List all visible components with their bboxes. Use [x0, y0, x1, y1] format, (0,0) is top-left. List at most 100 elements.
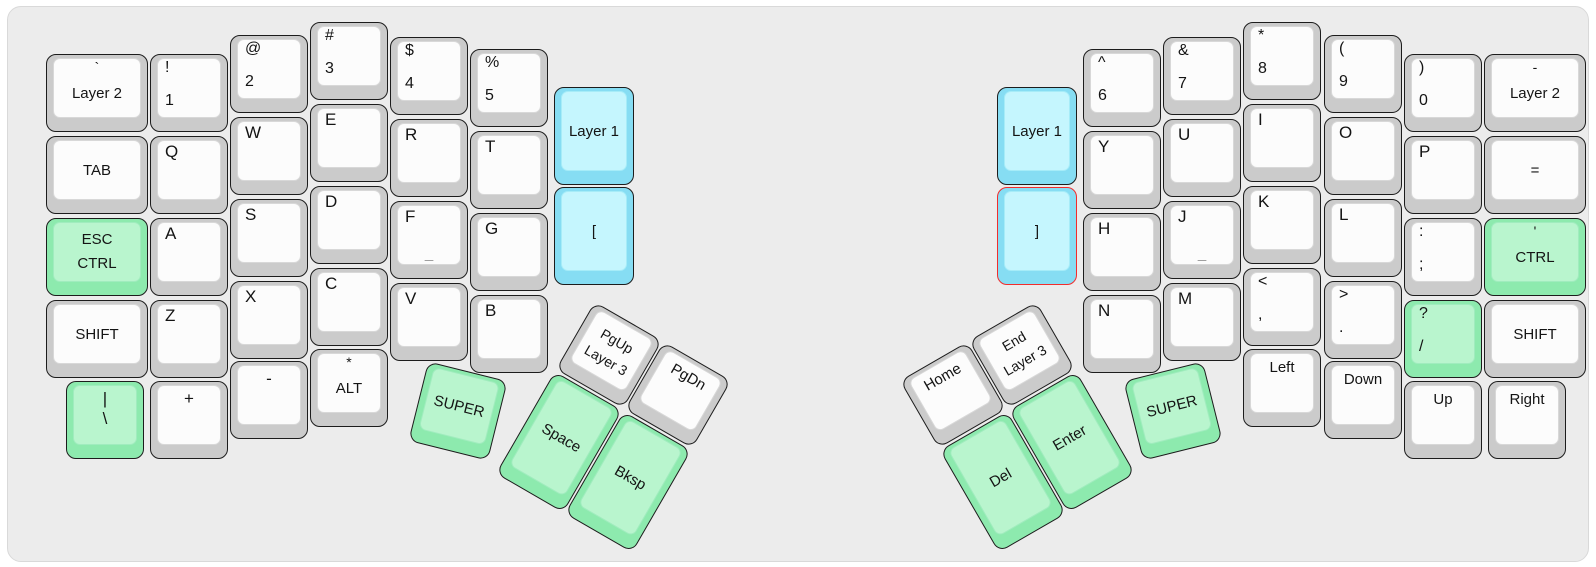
key-dash-layer2[interactable]: -Layer 2	[1484, 54, 1586, 132]
key-w[interactable]: W	[230, 117, 308, 195]
key-h[interactable]: H	[1083, 213, 1161, 291]
key-label: L	[1339, 205, 1349, 224]
keycap-top: SHIFT	[1491, 304, 1579, 364]
key-arrow-left[interactable]: Left	[1243, 349, 1321, 427]
key-i[interactable]: I	[1243, 104, 1321, 182]
key-5[interactable]: %5	[470, 49, 548, 127]
key-label: [	[591, 222, 597, 240]
key-g[interactable]: G	[470, 213, 548, 291]
key-2[interactable]: @2	[230, 35, 308, 113]
key-label: ^	[1098, 54, 1106, 71]
key-v[interactable]: V	[390, 283, 468, 361]
key-label-group: -	[238, 369, 300, 389]
key-9[interactable]: (9	[1324, 35, 1402, 113]
key-s[interactable]: S	[230, 199, 308, 277]
key-label-group: TAB	[54, 141, 140, 199]
key-right-bracket[interactable]: ]	[997, 187, 1077, 285]
key-super-right[interactable]: SUPER	[1123, 361, 1223, 461]
key-label-group: ALT	[318, 354, 380, 412]
key-c[interactable]: C	[310, 268, 388, 346]
key-r[interactable]: R	[390, 119, 468, 197]
keycap-top: >.	[1331, 285, 1395, 345]
key-0[interactable]: )0	[1404, 54, 1482, 132]
keycap-top: Up	[1411, 385, 1475, 445]
key-j[interactable]: J_	[1163, 201, 1241, 279]
key-super-left[interactable]: SUPER	[408, 361, 508, 461]
key-layer1-right[interactable]: Layer 1	[997, 87, 1077, 185]
keycap-top: F_	[397, 205, 461, 265]
key-tab[interactable]: TAB	[46, 136, 148, 214]
key-arrow-down[interactable]: Down	[1324, 361, 1402, 439]
key-label: _	[424, 245, 434, 262]
keycap-top: R	[397, 123, 461, 183]
key-4[interactable]: $4	[390, 37, 468, 115]
key-p[interactable]: P	[1404, 136, 1482, 214]
key-label: 4	[405, 75, 414, 92]
key-label: (	[1339, 40, 1345, 57]
key-label: #	[325, 27, 334, 44]
key-label-group: SHIFT	[54, 305, 140, 363]
key-label: P	[1419, 142, 1431, 161]
key-equals[interactable]: =	[1484, 136, 1586, 214]
key-label: Del	[986, 464, 1015, 491]
key-n[interactable]: N	[1083, 295, 1161, 373]
key-quote-ctrl[interactable]: 'CTRL	[1484, 218, 1586, 296]
key-label: A	[165, 224, 177, 243]
key-star-alt[interactable]: *ALT	[310, 349, 388, 427]
key-m[interactable]: M	[1163, 283, 1241, 361]
key-3[interactable]: #3	[310, 22, 388, 100]
key-o[interactable]: O	[1324, 117, 1402, 195]
key-label: >	[1339, 286, 1349, 303]
keycap-top: C	[317, 272, 381, 332]
key-slash[interactable]: ?/	[1404, 300, 1482, 378]
key-shift-right[interactable]: SHIFT	[1484, 300, 1586, 378]
key-q[interactable]: Q	[150, 136, 228, 214]
key-u[interactable]: U	[1163, 119, 1241, 197]
key-label: =	[1530, 161, 1540, 179]
key-t[interactable]: T	[470, 131, 548, 209]
key-1[interactable]: !1	[150, 54, 228, 132]
key-e[interactable]: E	[310, 104, 388, 182]
key-label: M	[1178, 289, 1193, 308]
key-minus-left[interactable]: -	[230, 361, 308, 439]
key-label-group: Up	[1412, 389, 1474, 411]
key-k[interactable]: K	[1243, 186, 1321, 264]
key-label-group: Right	[1496, 389, 1558, 411]
key-label: 9	[1339, 73, 1348, 90]
key-shift-left[interactable]: SHIFT	[46, 300, 148, 378]
key-label-group: |\	[74, 389, 136, 429]
key-pipe-backslash[interactable]: |\	[66, 381, 144, 459]
key-a[interactable]: A	[150, 218, 228, 296]
key-grave-layer2[interactable]: `Layer 2	[46, 54, 148, 132]
key-arrow-right[interactable]: Right	[1488, 381, 1566, 459]
key-semicolon[interactable]: :;	[1404, 218, 1482, 296]
key-6[interactable]: ^6	[1083, 49, 1161, 127]
keycap-top: ]	[1004, 191, 1070, 271]
keycap-top: *8	[1250, 26, 1314, 86]
keycap-top: |\	[73, 385, 137, 445]
keycap-top: L	[1331, 203, 1395, 263]
key-l[interactable]: L	[1324, 199, 1402, 277]
key-layer1-left[interactable]: Layer 1	[554, 87, 634, 185]
key-y[interactable]: Y	[1083, 131, 1161, 209]
key-label: PgDn	[667, 360, 709, 394]
key-f[interactable]: F_	[390, 201, 468, 279]
key-plus[interactable]: +	[150, 381, 228, 459]
key-z[interactable]: Z	[150, 300, 228, 378]
keycap-top: ^6	[1090, 53, 1154, 113]
keycap-top: O	[1331, 121, 1395, 181]
key-arrow-up[interactable]: Up	[1404, 381, 1482, 459]
keycap-top: `Layer 2	[53, 58, 141, 118]
key-8[interactable]: *8	[1243, 22, 1321, 100]
key-7[interactable]: &7	[1163, 37, 1241, 115]
key-left-bracket[interactable]: [	[554, 187, 634, 285]
key-b[interactable]: B	[470, 295, 548, 373]
key-comma[interactable]: <,	[1243, 268, 1321, 346]
key-period[interactable]: >.	[1324, 281, 1402, 359]
key-x[interactable]: X	[230, 281, 308, 359]
keycap-top: (9	[1331, 39, 1395, 99]
key-label: Layer 1	[568, 122, 620, 140]
key-d[interactable]: D	[310, 186, 388, 264]
key-label-group: Layer 2	[54, 59, 140, 117]
